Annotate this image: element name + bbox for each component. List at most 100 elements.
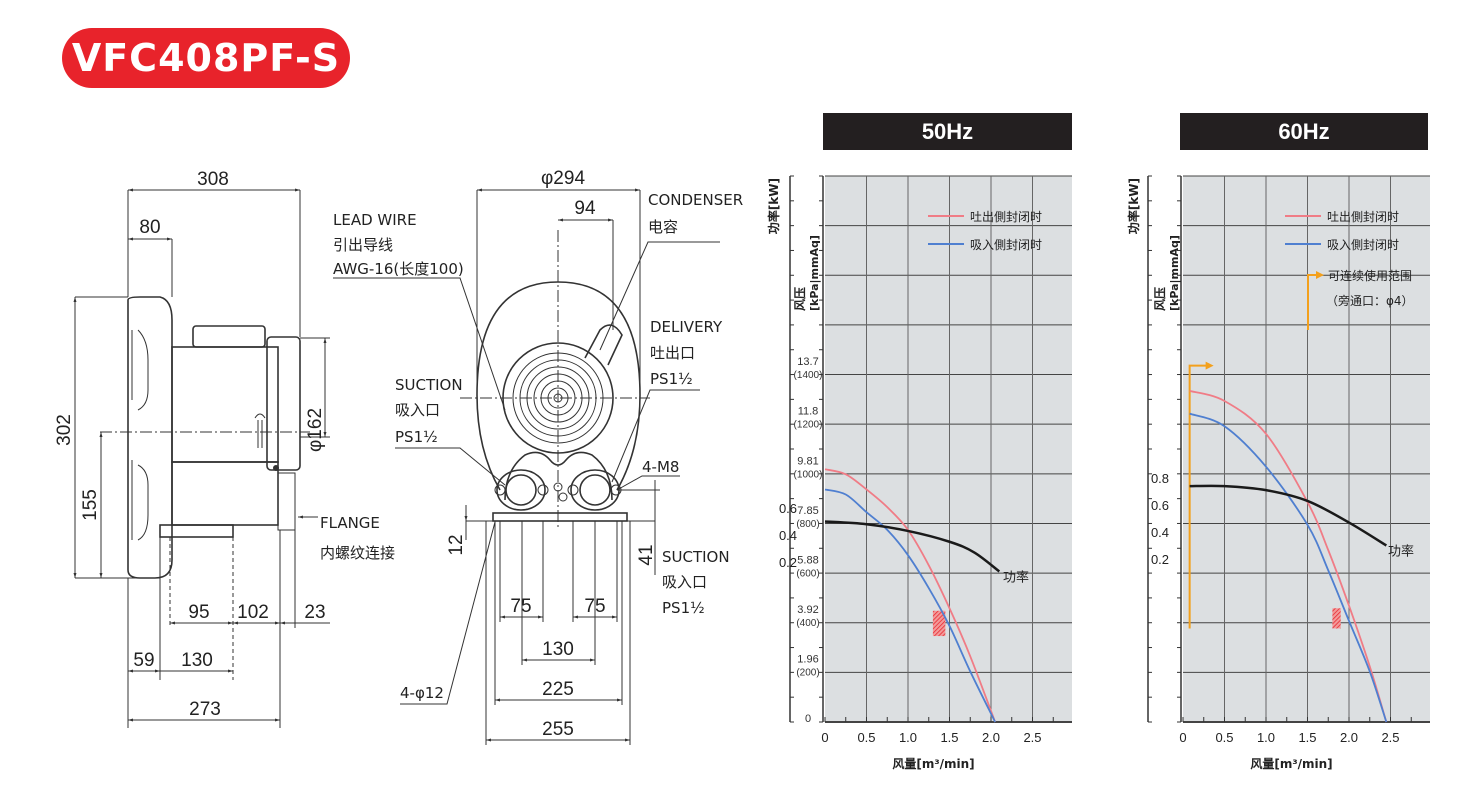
dim-overall-length: 308: [197, 169, 229, 190]
model-title: VFC408PF-S: [62, 28, 350, 88]
lead-wire-spec: AWG-16(长度100): [333, 260, 464, 278]
suction-right-label-cn: 吸入口: [662, 573, 707, 591]
power-tick-label: 0.6: [1151, 498, 1169, 513]
continuous-range-line: [1188, 364, 1208, 629]
dim-height: 302: [54, 414, 75, 446]
y-tick-label-mmaq: (200): [796, 667, 819, 678]
rated-point-marker: [1332, 608, 1341, 629]
legend-range-arrow: [1316, 271, 1324, 279]
delivery-port: [579, 474, 611, 506]
dim-foot-holes: 225: [542, 679, 574, 700]
blower-casing: [127, 296, 173, 579]
y-tick-label-mmaq: (600): [796, 568, 819, 579]
suction-left-spec: PS1½: [395, 428, 438, 446]
curve-power: [824, 520, 1001, 573]
y-tick-label: 11.8: [798, 406, 819, 418]
legend-range-note: （旁通口：φ4）: [1326, 293, 1414, 308]
suction-right-label: SUCTION: [662, 548, 730, 566]
y-tick-label-mmaq: (1200): [794, 420, 823, 431]
legend-label: 吐出側封闭时: [1327, 210, 1399, 224]
power-curve-label: 功率: [1003, 569, 1029, 585]
condenser: [584, 324, 623, 366]
curve-suction-closed: [824, 488, 996, 723]
curve-power: [1189, 484, 1388, 547]
dim-port-height: 12: [446, 534, 467, 555]
y-tick-label: 3.92: [797, 604, 818, 616]
pressure-axis-label: 风压: [1153, 287, 1167, 311]
flange: [277, 472, 296, 531]
y-tick-label: 13.7: [797, 356, 818, 368]
power-tick-label: 0.4: [779, 528, 797, 543]
suction-left-label: SUCTION: [395, 376, 463, 394]
flange-label: FLANGE: [320, 514, 380, 532]
dim-front-to-foot: 59: [133, 650, 154, 671]
x-axis-label: 风量[m³/min]: [892, 757, 974, 771]
y-tick-label-mmaq: (1000): [794, 469, 823, 480]
x-tick-label: 1.0: [899, 730, 917, 745]
x-tick-label: 0: [1179, 730, 1186, 745]
x-tick-label: 2.0: [1340, 730, 1358, 745]
power-axis-label: 功率[kW]: [1126, 178, 1141, 234]
dim-flange: 23: [304, 602, 325, 623]
rated-point-marker: [932, 610, 946, 637]
lead-wire-label-cn: 引出导线: [333, 236, 393, 254]
dim-base-width: 255: [542, 719, 574, 740]
continuous-range-arrow: [1205, 361, 1214, 370]
flange-label-cn: 内螺纹连接: [320, 544, 395, 562]
dim-base-length: 273: [189, 699, 221, 720]
y-tick-label-mmaq: (400): [796, 618, 819, 629]
plot-area: [825, 176, 1072, 722]
curve-discharge-closed: [1189, 389, 1388, 723]
curve-suction-closed: [1189, 412, 1388, 723]
pressure-axis-label: 风压: [793, 287, 807, 311]
base-plate: [492, 512, 628, 522]
power-curve-label: 功率: [1388, 544, 1414, 560]
dim-port-right: 75: [584, 596, 605, 617]
condenser-label: CONDENSER: [648, 191, 743, 209]
legend-label: 吐出側封闭时: [970, 210, 1042, 224]
dim-center-height: 155: [80, 489, 101, 521]
power-tick-label: 0.6: [779, 501, 797, 516]
legend-range-line: [1307, 274, 1318, 330]
front-view: φ294 94 CONDENSER 电容 LEAD WIRE 引出导线 AWG-…: [333, 168, 743, 745]
dim-condenser-offset: 94: [574, 198, 596, 219]
mount-holes-label: 4-φ12: [400, 684, 444, 702]
legend-label: 吸入側封闭时: [970, 238, 1042, 252]
motor-end-cover: [266, 336, 301, 471]
power-tick-label: 0.2: [1151, 552, 1169, 567]
x-tick-label: 2.0: [982, 730, 1000, 745]
base-foot: [159, 524, 234, 538]
motor-lower-body: [171, 461, 279, 526]
x-tick-label: 2.5: [1381, 730, 1399, 745]
dim-motor-dia: φ162: [305, 408, 326, 452]
dim-port-center-height: 41: [636, 544, 657, 565]
legend-label: 吸入側封闭时: [1327, 238, 1399, 252]
y-tick-label: 1.96: [797, 653, 818, 665]
suction-port: [505, 474, 537, 506]
delivery-label-cn: 吐出口: [650, 344, 695, 362]
lead-wire-label: LEAD WIRE: [333, 211, 417, 229]
side-view: 308 80 302 155 φ162 FLANGE 内螺纹连接 95 102 …: [54, 169, 395, 728]
y-tick-label-mmaq: (800): [796, 519, 819, 530]
y-tick-label: 0: [805, 713, 811, 725]
suction-left-label-cn: 吸入口: [395, 401, 440, 419]
dim-foot-holes: 95: [188, 602, 209, 623]
x-tick-label: 0.5: [857, 730, 875, 745]
condenser-label-cn: 电容: [648, 218, 678, 236]
dim-casing-width: 80: [139, 217, 160, 238]
dim-foot-to-flange: 102: [237, 602, 269, 623]
x-tick-label: 1.5: [1298, 730, 1316, 745]
x-tick-label: 0: [821, 730, 828, 745]
power-tick-label: 0.4: [1151, 525, 1169, 540]
delivery-label: DELIVERY: [650, 318, 723, 336]
delivery-spec: PS1½: [650, 370, 693, 388]
x-tick-label: 1.0: [1257, 730, 1275, 745]
pressure-axis-unit: [kPa|mmAq]: [808, 235, 821, 311]
chart-60hz-title: 60Hz: [1180, 113, 1428, 150]
bolts-label: 4-M8: [642, 458, 679, 476]
chart-50hz-title: 50Hz: [823, 113, 1072, 150]
y-tick-label: 7.85: [797, 505, 818, 517]
